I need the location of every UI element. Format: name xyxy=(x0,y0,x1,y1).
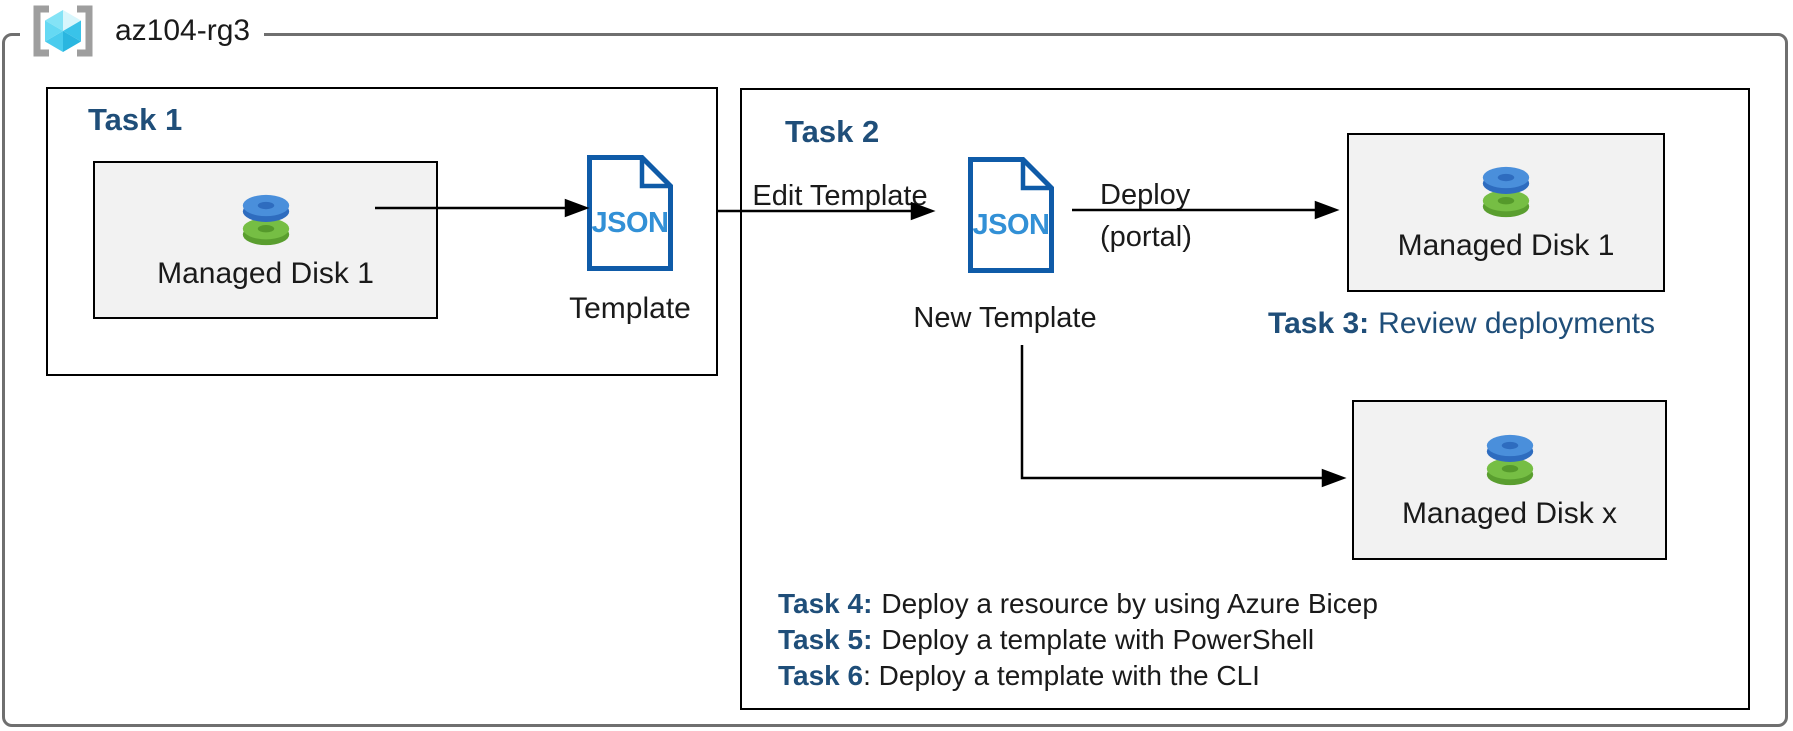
managed-disk-icon xyxy=(1486,434,1533,485)
resource-group-icon xyxy=(33,5,93,57)
task2-title: Task 2 xyxy=(785,114,880,149)
new-template-label: New Template xyxy=(913,302,1097,334)
task5-text: Deploy a template with PowerShell xyxy=(881,624,1315,655)
resource-group-boundary xyxy=(2,33,1788,727)
json-template-icon: JSON xyxy=(585,153,675,273)
task1-title: Task 1 xyxy=(88,102,183,137)
managed-disk-label: Managed Disk 1 xyxy=(1397,229,1615,262)
task3-text: Review deployments xyxy=(1378,307,1655,340)
managed-disk-icon xyxy=(242,194,289,245)
task6-text: : Deploy a template with the CLI xyxy=(863,660,1260,691)
task3-line: Task 3:Review deployments xyxy=(1268,309,1655,339)
edit-template-label: Edit Template xyxy=(752,180,928,212)
deploy-portal-label: (portal) xyxy=(1100,221,1192,253)
managed-disk-label: Managed Disk 1 xyxy=(157,256,374,290)
managed-disk-icon xyxy=(1482,166,1530,218)
task3-prefix: Task 3: xyxy=(1268,307,1370,340)
resource-group-header: az104-rg3 xyxy=(20,0,265,62)
task4-text: Deploy a resource by using Azure Bicep xyxy=(881,588,1378,619)
task2-managed-disk1-box: Managed Disk 1 xyxy=(1347,133,1665,292)
task6-prefix: Task 6 xyxy=(778,660,864,691)
task5-prefix: Task 5: xyxy=(778,624,873,655)
task4-line: Task 4: Deploy a resource by using Azure … xyxy=(778,590,1378,618)
task4-prefix: Task 4: xyxy=(778,588,873,619)
task5-line: Task 5: Deploy a template with PowerShell xyxy=(778,626,1314,654)
managed-disk-label: Managed Disk x xyxy=(1401,496,1618,530)
deploy-label: Deploy xyxy=(1100,179,1191,211)
task2-managed-diskx-box: Managed Disk x xyxy=(1352,400,1667,560)
json-doc-text: JSON xyxy=(972,209,1050,241)
task6-line: Task 6: Deploy a template with the CLI xyxy=(778,662,1260,690)
json-document-icon xyxy=(587,155,673,271)
json-document-icon xyxy=(968,157,1054,273)
resource-group-name: az104-rg3 xyxy=(115,14,251,47)
template-label: Template xyxy=(569,292,691,325)
task1-managed-disk-box: Managed Disk 1 xyxy=(93,161,438,319)
new-json-template-icon: JSON xyxy=(966,155,1056,275)
json-doc-text: JSON xyxy=(591,207,669,239)
